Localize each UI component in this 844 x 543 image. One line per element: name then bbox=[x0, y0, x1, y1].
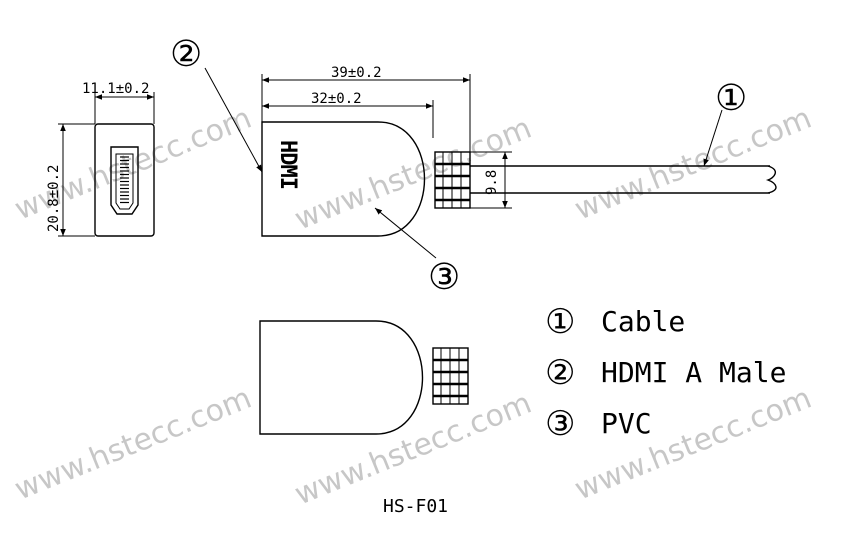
hdmi-port-inner bbox=[115, 153, 134, 210]
legend-num-2: ② bbox=[545, 353, 575, 393]
watermark-text: www.hstecc.com bbox=[570, 381, 817, 508]
total-length-dimension: 39±0.2 bbox=[331, 65, 382, 81]
bottom-strain-relief-ribs bbox=[433, 348, 468, 404]
pvc-body-outline bbox=[261, 121, 426, 237]
legend: ① Cable ② HDMI A Male ③ PVC bbox=[545, 302, 786, 444]
body-length-dimension: 32±0.2 bbox=[311, 91, 362, 107]
front-view-outline bbox=[94, 123, 155, 237]
height-front-dimension: 20.8±0.2 bbox=[46, 165, 62, 232]
front-view: 11.1±0.2 20.8±0.2 bbox=[46, 81, 155, 237]
watermark-text: www.hstecc.com bbox=[10, 381, 257, 508]
callout-2: ② bbox=[170, 34, 202, 75]
watermark-text: www.hstecc.com bbox=[290, 386, 537, 513]
callout-3: ③ bbox=[428, 257, 460, 298]
watermark-text: www.hstecc.com bbox=[570, 101, 817, 228]
watermarks: www.hstecc.com www.hstecc.com www.hstecc… bbox=[10, 101, 817, 513]
legend-label-hdmi-a-male: HDMI A Male bbox=[601, 356, 786, 389]
cable-break-symbol bbox=[765, 165, 777, 194]
side-view: HDMI 39±0.2 32±0.2 9.8 bbox=[261, 65, 777, 237]
width-front-dimension: 11.1±0.2 bbox=[82, 81, 149, 97]
cable-diameter-dimension: 9.8 bbox=[484, 170, 500, 195]
hdmi-logo: HDMI bbox=[275, 140, 300, 189]
legend-label-cable: Cable bbox=[601, 305, 685, 338]
bottom-view bbox=[259, 320, 469, 435]
hdmi-port-outer bbox=[110, 146, 139, 215]
part-number: HS-F01 bbox=[383, 496, 448, 517]
legend-num-3: ③ bbox=[545, 404, 575, 444]
callout-1: ① bbox=[715, 78, 747, 119]
callouts: ② ① ③ bbox=[170, 34, 747, 298]
bottom-body-outline bbox=[259, 320, 424, 435]
legend-label-pvc: PVC bbox=[601, 407, 652, 440]
hdmi-pins bbox=[120, 156, 129, 204]
legend-num-1: ① bbox=[545, 302, 575, 342]
strain-relief-ribs bbox=[435, 152, 470, 208]
